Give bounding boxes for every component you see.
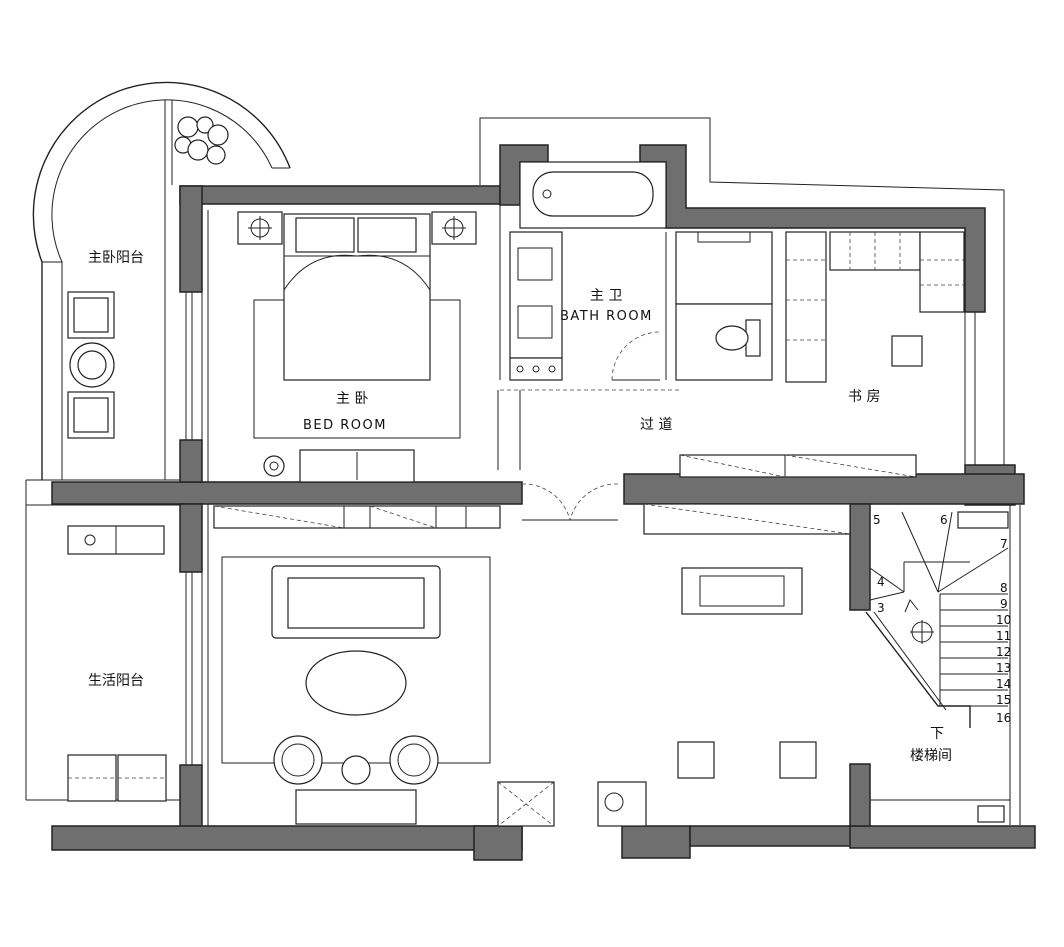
plant-icon bbox=[174, 116, 229, 165]
treadmill bbox=[681, 567, 803, 615]
living-window bbox=[185, 504, 209, 826]
bath-door bbox=[611, 331, 661, 381]
study-label: 书 房 bbox=[848, 389, 880, 405]
armchair-left bbox=[273, 735, 323, 785]
exterior-outline bbox=[25, 117, 1005, 801]
tv-cabinet bbox=[299, 449, 415, 483]
bed bbox=[283, 213, 431, 381]
step-number: 15 bbox=[996, 693, 1011, 707]
balcony-table bbox=[69, 342, 115, 388]
bath-vanity bbox=[509, 231, 563, 381]
step-number: 10 bbox=[996, 613, 1011, 627]
bedroom-label-en: BED ROOM bbox=[303, 418, 387, 433]
stool-right bbox=[779, 741, 817, 779]
armchair-right bbox=[389, 735, 439, 785]
stair-down-marker: 下 bbox=[930, 726, 944, 742]
bedroom-label-cn: 主 卧 bbox=[336, 391, 368, 407]
step-number: 4 bbox=[877, 575, 885, 589]
study-desk bbox=[891, 335, 923, 367]
bathroom-label-en: BATH ROOM bbox=[560, 309, 653, 324]
balcony-chair-bottom bbox=[67, 391, 115, 439]
side-table bbox=[341, 755, 371, 785]
step-number: 13 bbox=[996, 661, 1011, 675]
step-number: 7 bbox=[1000, 537, 1008, 551]
step-number: 9 bbox=[1000, 597, 1008, 611]
step-number: 14 bbox=[996, 677, 1011, 691]
study-window bbox=[964, 312, 976, 465]
bottom-cabinet bbox=[497, 781, 555, 827]
floor-lamp-icon bbox=[263, 455, 285, 477]
balcony-chair-top bbox=[67, 291, 115, 339]
living-balcony-machines bbox=[67, 754, 167, 802]
bath-partition bbox=[665, 231, 773, 381]
tv-stand bbox=[295, 789, 417, 825]
master-balcony-label: 主卧阳台 bbox=[88, 250, 144, 266]
nightstand-left bbox=[237, 211, 283, 245]
corridor-cabinets bbox=[679, 454, 917, 478]
stool-left bbox=[677, 741, 715, 779]
sofa bbox=[271, 565, 441, 639]
coffee-table bbox=[305, 650, 407, 716]
stairwell-label: 楼梯间 bbox=[910, 748, 952, 764]
stair-column-icon bbox=[904, 599, 934, 644]
bathtub bbox=[519, 161, 667, 229]
toilet bbox=[715, 319, 761, 357]
nightstand-right bbox=[431, 211, 477, 245]
study-shelves bbox=[785, 231, 965, 383]
bathroom-label-cn: 主 卫 bbox=[590, 288, 622, 304]
balcony-arc bbox=[32, 81, 291, 480]
corridor-lines bbox=[497, 205, 680, 470]
living-balcony-label: 生活阳台 bbox=[88, 673, 144, 689]
step-number: 6 bbox=[940, 513, 948, 527]
step-number: 3 bbox=[877, 601, 885, 615]
step-number: 5 bbox=[873, 513, 881, 527]
stair-outline bbox=[865, 505, 1021, 825]
step-number: 12 bbox=[996, 645, 1011, 659]
living-top-cabinets bbox=[213, 503, 851, 535]
living-balcony-counter bbox=[67, 525, 165, 555]
washbasin bbox=[597, 781, 647, 827]
double-door bbox=[521, 483, 619, 521]
step-number: 8 bbox=[1000, 581, 1008, 595]
bedroom-windows bbox=[185, 210, 209, 482]
corridor-label: 过 道 bbox=[640, 417, 672, 433]
step-number: 16 bbox=[996, 711, 1011, 725]
step-number: 11 bbox=[996, 629, 1011, 643]
